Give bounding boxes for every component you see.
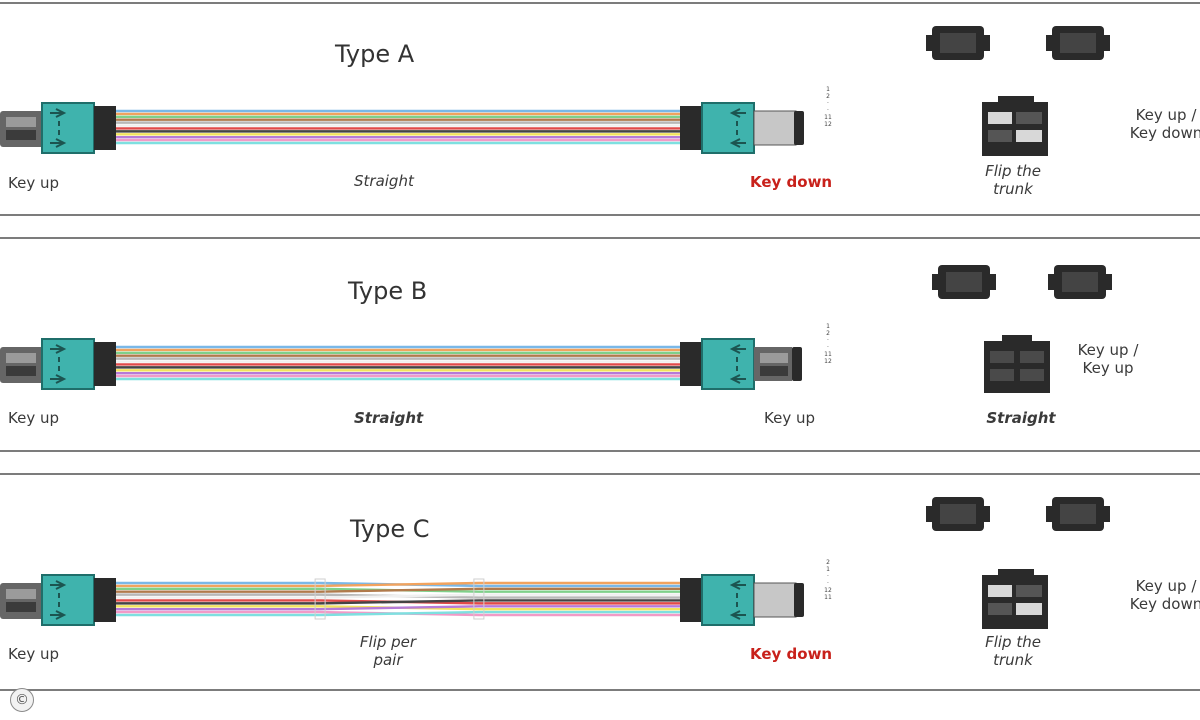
adapter-illustration xyxy=(926,497,1110,629)
fiber-number-column: 1 2 · · 11 12 xyxy=(822,323,834,365)
right-connector-icon xyxy=(680,338,802,390)
copyright-icon: © xyxy=(10,688,34,712)
fiber-number: 1 xyxy=(826,323,830,330)
fiber-strand xyxy=(116,581,683,588)
adapter-caption-line: trunk xyxy=(993,651,1033,669)
polarity-label-line: pair xyxy=(373,651,403,669)
adapter-caption-line: Flip the xyxy=(985,162,1041,180)
left-connector-icon xyxy=(0,102,116,154)
pair-flip-marker xyxy=(314,578,326,620)
panel-type-c: Type C 2 1 · · 12 11 xyxy=(0,473,1200,691)
fiber-number-column: 1 2 · · 11 12 xyxy=(822,86,834,128)
left-key-label: Key up xyxy=(8,645,59,663)
fiber-number: 11 xyxy=(824,351,832,358)
left-key-label: Key up xyxy=(8,409,59,427)
adapter-front-icon xyxy=(1048,265,1112,299)
fiber-strand xyxy=(116,605,683,611)
right-connector-icon xyxy=(680,574,804,626)
adapter-coupler-icon xyxy=(984,335,1050,393)
fiber-number-column: 2 1 · · 12 11 xyxy=(822,559,834,601)
fiber-number: 1 xyxy=(826,566,830,573)
fiber-bundle xyxy=(116,109,683,145)
panel-title: Type C xyxy=(350,515,430,543)
left-key-label: Key up xyxy=(8,174,59,192)
right-key-label: Key down xyxy=(750,173,833,191)
adapter-key-label: Key up / Key down xyxy=(1116,106,1200,142)
adapter-key-label: Key up / Key up xyxy=(1058,341,1158,377)
polarity-label: Straight xyxy=(354,172,414,190)
fiber-number: · xyxy=(827,580,829,587)
fiber-bundle xyxy=(116,345,683,381)
polarity-label: Straight xyxy=(354,409,424,427)
adapter-caption: Flip the trunk xyxy=(968,162,1058,198)
adapter-key-label: Key up / Key down xyxy=(1116,577,1200,613)
trunk-cable-diagram xyxy=(0,574,804,626)
panel-title: Type A xyxy=(335,40,415,68)
adapter-key-line: Key up xyxy=(1082,359,1134,377)
pair-flip-marker xyxy=(473,578,485,620)
panel-type-b: Type B 1 2 · · xyxy=(0,237,1200,452)
adapter-front-icon xyxy=(932,265,996,299)
adapter-key-line: Key down xyxy=(1129,124,1200,142)
adapter-front-icon xyxy=(1046,26,1110,60)
fiber-strand xyxy=(116,593,683,599)
fiber-strand xyxy=(116,599,683,605)
adapter-illustration xyxy=(926,26,1110,156)
right-key-label: Key up xyxy=(764,409,815,427)
adapter-caption: Straight xyxy=(986,409,1056,427)
fiber-number: 12 xyxy=(824,358,832,365)
polarity-label-line: Flip per xyxy=(359,633,417,651)
fiber-number: 12 xyxy=(824,587,832,594)
fiber-number: 12 xyxy=(824,121,832,128)
fiber-number: · xyxy=(827,107,829,114)
polarity-label: Flip per pair xyxy=(338,633,438,669)
fiber-number: 2 xyxy=(826,559,830,566)
fiber-number: · xyxy=(827,337,829,344)
fiber-number: · xyxy=(827,573,829,580)
adapter-caption-line: trunk xyxy=(993,180,1033,198)
trunk-cable-diagram xyxy=(0,102,804,154)
left-connector-icon xyxy=(0,574,116,626)
fiber-strand xyxy=(116,587,683,593)
fiber-bundle xyxy=(116,578,683,620)
adapter-coupler-icon xyxy=(982,569,1048,629)
panel-type-a: Type A 1 2 · · 11 12 xyxy=(0,2,1200,216)
left-connector-icon xyxy=(0,338,116,390)
adapter-key-line: Key up / xyxy=(1077,341,1139,359)
adapter-caption: Flip the trunk xyxy=(968,633,1058,669)
adapter-illustration xyxy=(932,265,1112,393)
fiber-number: 1 xyxy=(826,86,830,93)
trunk-cable-diagram xyxy=(0,338,802,390)
fiber-number: · xyxy=(827,100,829,107)
fiber-number: · xyxy=(827,344,829,351)
adapter-key-line: Key up / xyxy=(1135,577,1197,595)
adapter-key-line: Key down xyxy=(1129,595,1200,613)
adapter-front-icon xyxy=(926,497,990,531)
adapter-front-icon xyxy=(1046,497,1110,531)
fiber-number: 11 xyxy=(824,594,832,601)
adapter-coupler-icon xyxy=(982,96,1048,156)
fiber-number: 2 xyxy=(826,93,830,100)
right-connector-icon xyxy=(680,102,804,154)
panel-title: Type B xyxy=(348,277,428,305)
fiber-number: 2 xyxy=(826,330,830,337)
fiber-strand xyxy=(116,610,683,617)
right-key-label: Key down xyxy=(750,645,833,663)
adapter-caption-line: Flip the xyxy=(985,633,1041,651)
adapter-front-icon xyxy=(926,26,990,60)
adapter-key-line: Key up / xyxy=(1135,106,1197,124)
fiber-number: 11 xyxy=(824,114,832,121)
